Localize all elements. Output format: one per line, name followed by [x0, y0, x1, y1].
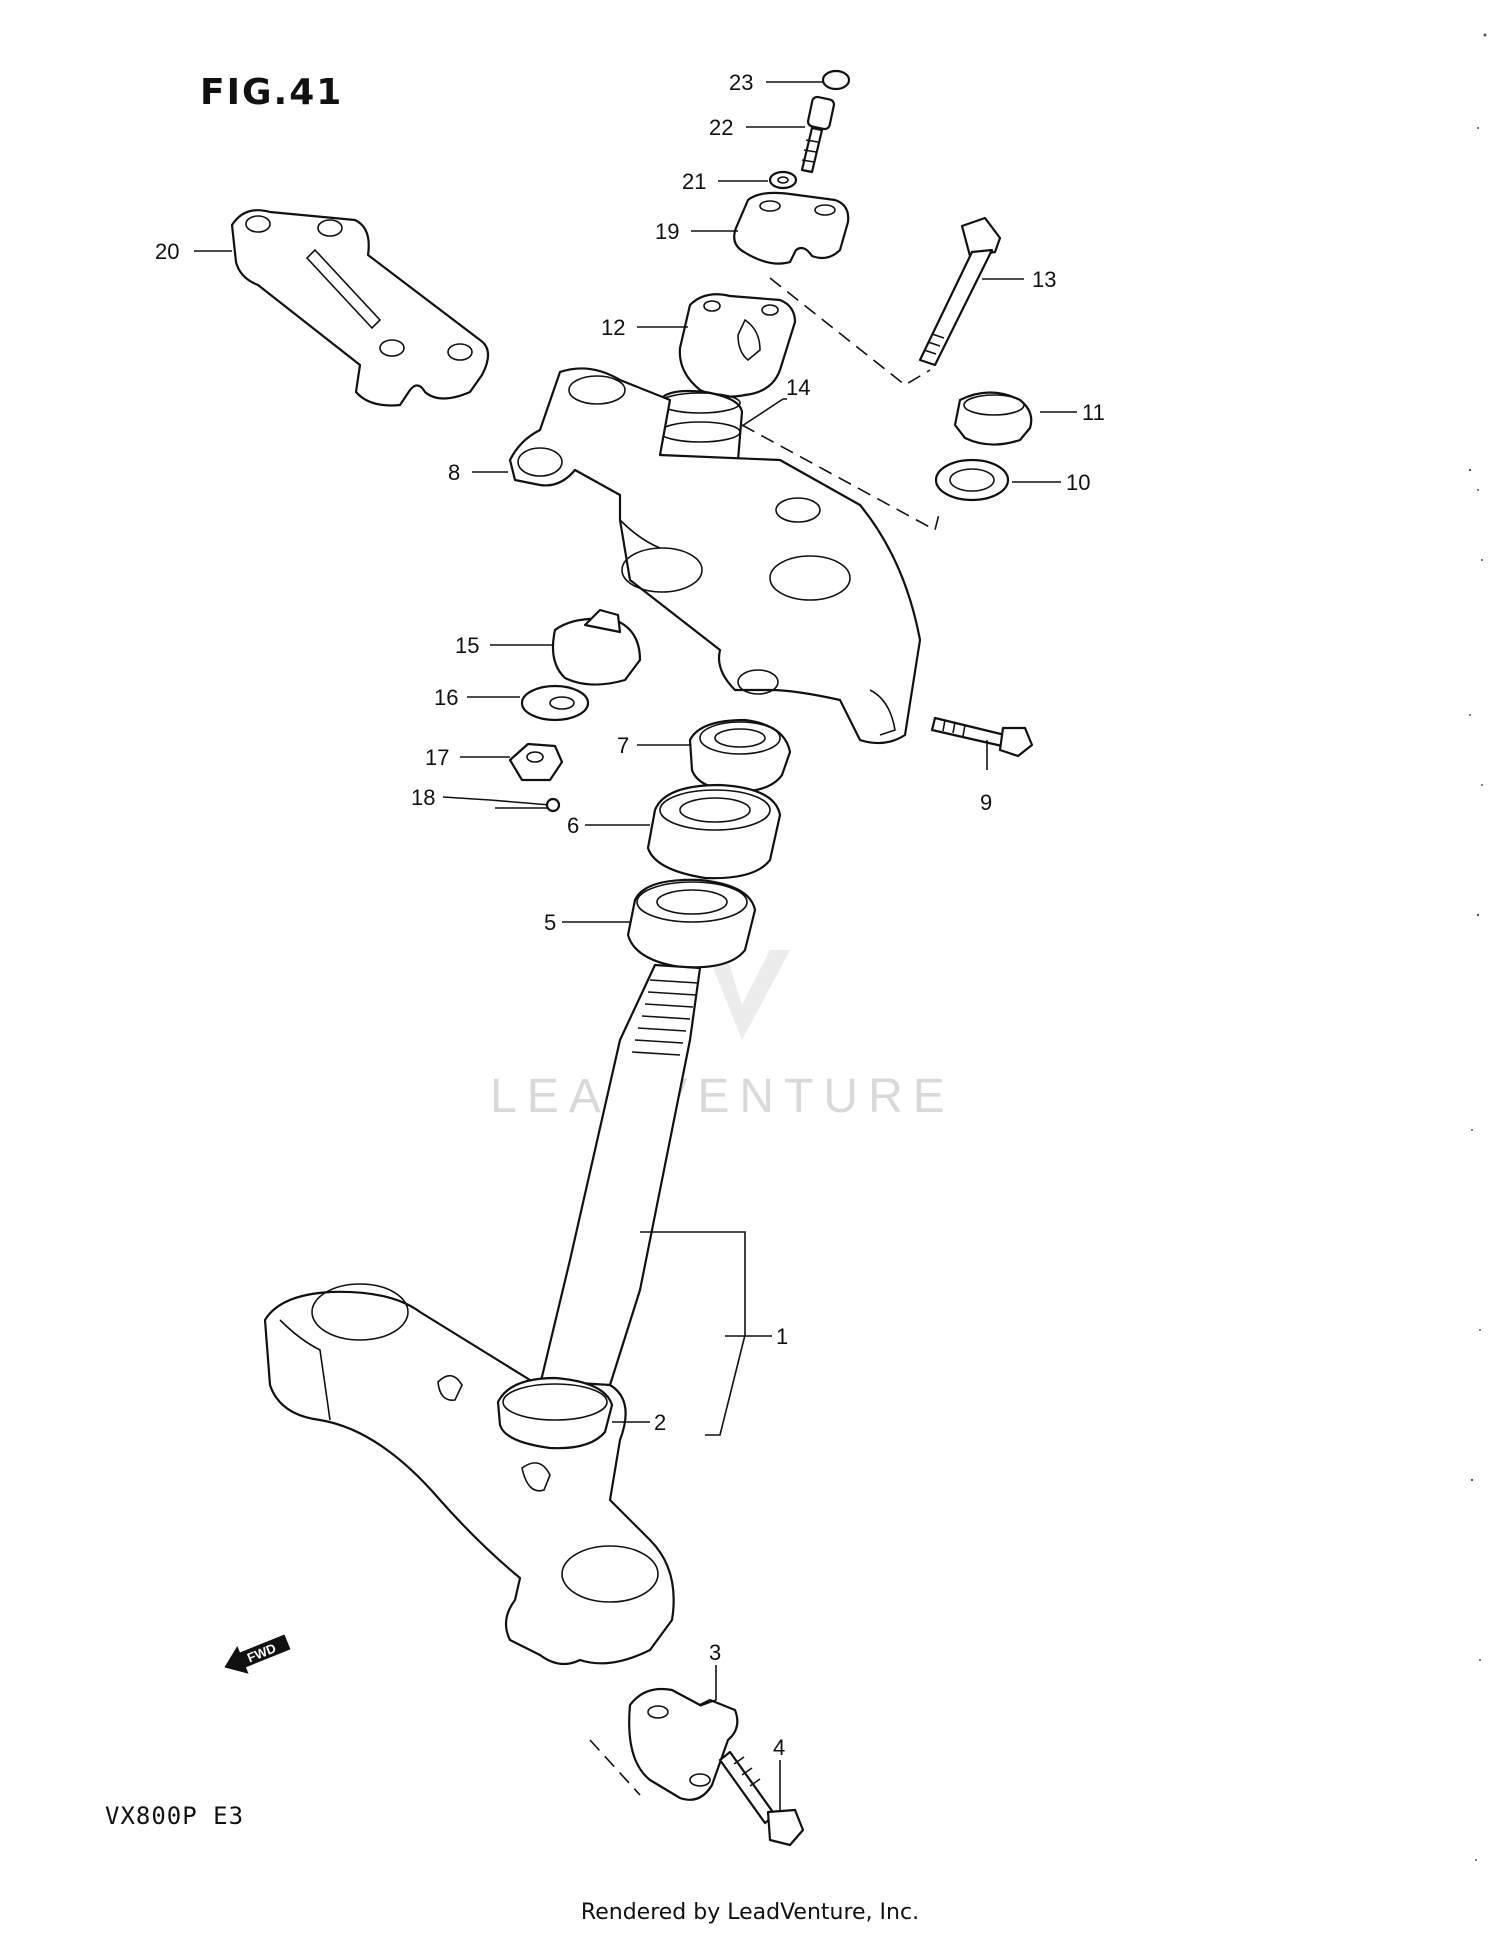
- callout-4: 4: [773, 1735, 785, 1760]
- part-20-handlebar-bridge: [230, 209, 490, 407]
- callout-11: 11: [1082, 400, 1105, 425]
- part-17-nut: [508, 742, 564, 782]
- model-code: VX800P E3: [105, 1802, 245, 1830]
- part-21-washer: [768, 170, 798, 190]
- leader-lines: [194, 81, 1077, 1810]
- render-credit: Rendered by LeadVenture, Inc.: [580, 1900, 920, 1925]
- callout-17: 17: [425, 745, 449, 770]
- part-3-bracket-plate: [628, 1687, 739, 1801]
- callout-3: 3: [709, 1640, 721, 1665]
- part-11-cap-nut: [953, 391, 1033, 446]
- part-7-steering-stem-nut: [688, 718, 792, 794]
- part-15-cable-guide: [551, 608, 642, 686]
- part-18-cotter-pin: [489, 797, 561, 813]
- callout-7: 7: [617, 733, 629, 758]
- callout-21: 21: [682, 169, 706, 194]
- callout-14: 14: [786, 375, 810, 400]
- figure-title: FIG.41: [200, 72, 344, 113]
- callout-2: 2: [654, 1410, 666, 1435]
- part-2-seal: [496, 1376, 614, 1450]
- part-5-bearing: [626, 878, 757, 969]
- callout-23: 23: [729, 70, 753, 95]
- forward-arrow-icon: FWD: [224, 1634, 291, 1674]
- callout-6: 6: [567, 813, 579, 838]
- callout-1: 1: [776, 1324, 788, 1349]
- callout-16: 16: [434, 685, 458, 710]
- callout-18: 18: [411, 785, 435, 810]
- part-6-bearing-race: [646, 783, 782, 880]
- assembly-lines: [589, 277, 941, 1796]
- part-16-washer: [520, 684, 590, 722]
- callout-22: 22: [709, 115, 733, 140]
- part-19-handlebar-holder-upper: [733, 191, 850, 265]
- part-13-bolt: [918, 216, 1002, 367]
- callout-5: 5: [544, 910, 556, 935]
- callout-8: 8: [448, 460, 460, 485]
- callout-15: 15: [455, 633, 479, 658]
- callout-10: 10: [1066, 470, 1090, 495]
- callout-20: 20: [155, 239, 179, 264]
- callout-12: 12: [601, 315, 625, 340]
- fwd-label: FWD: [245, 1640, 278, 1665]
- scan-marks: [1468, 33, 1487, 1861]
- callout-13: 13: [1032, 267, 1056, 292]
- part-23-cap: [821, 69, 851, 91]
- part-8-steering-stem-upper-bracket: [508, 367, 922, 745]
- callout-9: 9: [980, 790, 992, 815]
- callout-19: 19: [655, 219, 679, 244]
- watermark-text: LEADVENTURE: [490, 1070, 955, 1123]
- part-10-washer: [934, 458, 1010, 502]
- part-1-steering-stem-lower-bracket: [263, 963, 702, 1666]
- part-22-bolt: [800, 95, 836, 174]
- part-12-handlebar-holder-lower: [678, 293, 797, 398]
- part-4-bolt: [718, 1750, 805, 1847]
- part-9-bolt: [930, 716, 1034, 758]
- callout-labels: 23 22 21 19 20 12 13 11 10 14 8 15 16 17…: [155, 70, 1105, 1760]
